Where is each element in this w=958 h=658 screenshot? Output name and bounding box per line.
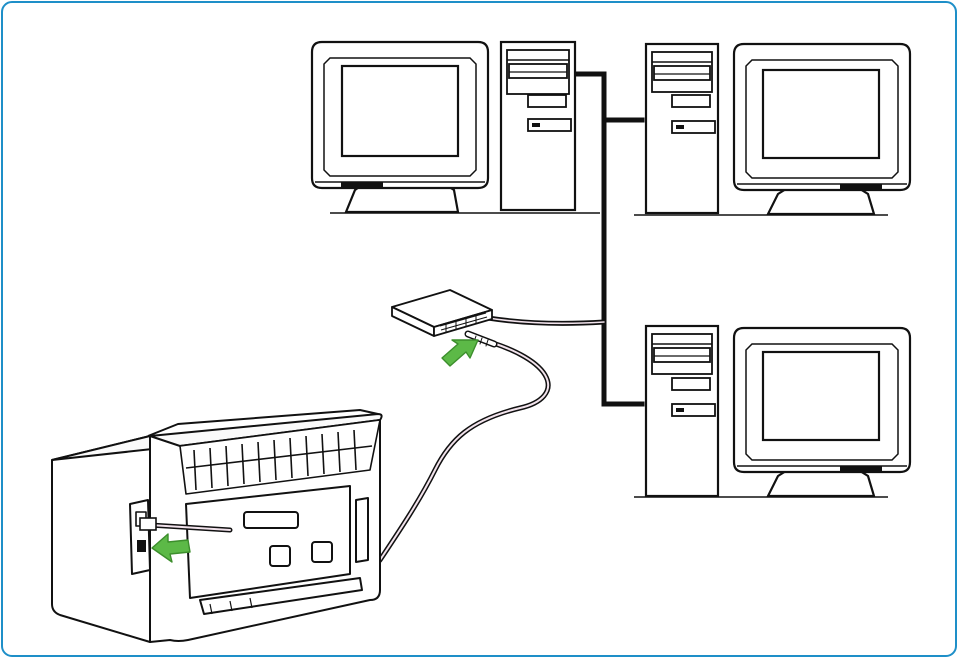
- hub-ports: [439, 312, 488, 332]
- computer-top-right: [634, 42, 912, 216]
- printer-rear-door: [185, 485, 351, 599]
- monitor-icon: [310, 40, 490, 214]
- monitor-screen: [761, 350, 881, 442]
- network-backbone: [573, 71, 645, 407]
- green-arrow-icon: [441, 339, 479, 367]
- printer-port-panel: [129, 499, 151, 575]
- tower-icon: [644, 324, 720, 498]
- printer-side-panel: [51, 435, 151, 643]
- printer: [51, 409, 383, 643]
- computer-bottom-right: [634, 324, 912, 498]
- printer-port-cable-end: [139, 517, 233, 533]
- monitor-screen: [340, 64, 460, 158]
- printer-foot-right: [311, 541, 333, 563]
- computer-top-left: [310, 40, 600, 214]
- printer-vent-grill: [179, 419, 381, 495]
- printer-usb-port: [137, 540, 146, 552]
- monitor-icon: [732, 42, 912, 216]
- printer-rear-latch: [243, 511, 299, 529]
- hub-uplink-cable: [485, 315, 607, 326]
- tower-icon: [644, 42, 720, 215]
- monitor-icon: [732, 326, 912, 498]
- printer-foot-left: [269, 545, 291, 567]
- monitor-screen: [761, 68, 881, 160]
- green-arrow-icon: [151, 533, 191, 563]
- tower-icon: [499, 40, 577, 212]
- network-hub: [391, 289, 493, 337]
